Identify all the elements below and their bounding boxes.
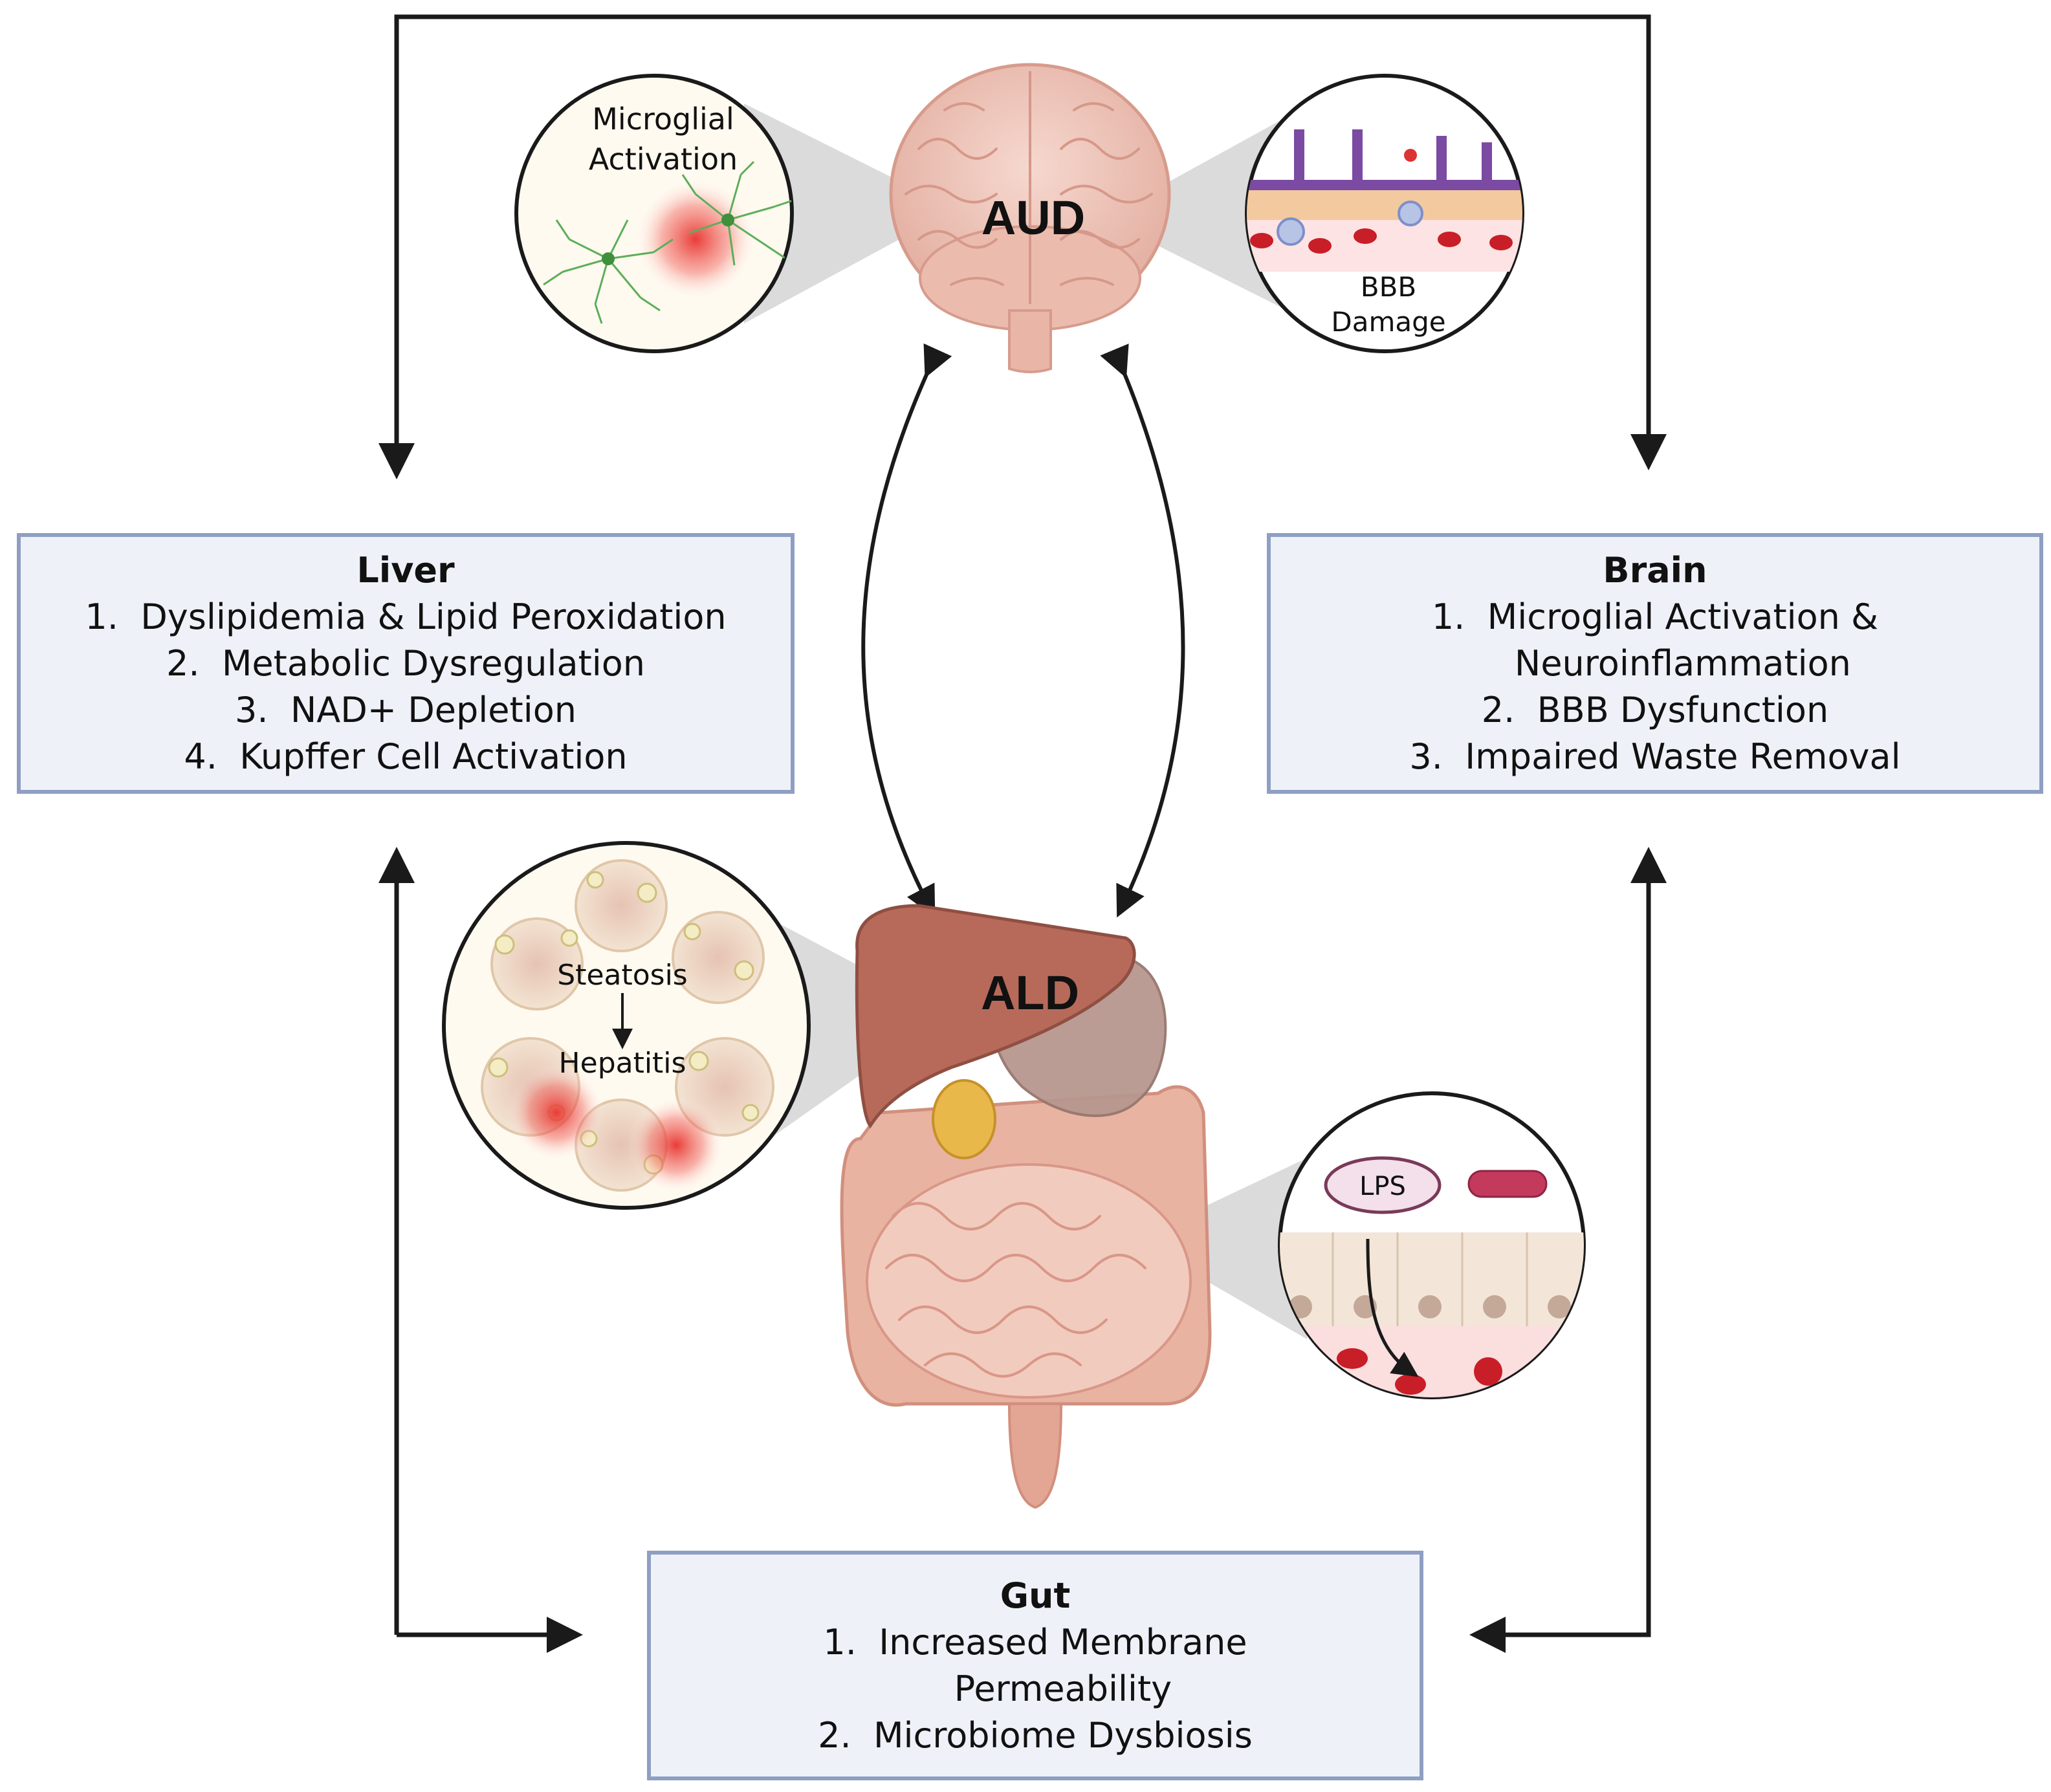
microglia-inset: Microglial Activation xyxy=(514,74,794,353)
brain-illustration xyxy=(889,63,1171,373)
arrow-top-to-brain xyxy=(397,14,1667,470)
liver-item: 4. Kupffer Cell Activation xyxy=(184,736,628,777)
gut-item: 2. Microbiome Dysbiosis xyxy=(818,1714,1253,1756)
gi-tract-illustration xyxy=(840,904,1212,1509)
lps-inset: LPS xyxy=(1278,1091,1586,1399)
liver-effects-box: Liver 1. Dyslipidemia & Lipid Peroxidati… xyxy=(17,533,795,794)
brain-item: 1. Microglial Activation & xyxy=(1431,596,1879,637)
steatosis-inset: Steatosis Hepatitis xyxy=(442,841,811,1210)
brain-item: 3. Impaired Waste Removal xyxy=(1409,736,1901,777)
gut-item: 1. Increased Membrane xyxy=(823,1621,1247,1663)
brain-item: 2. BBB Dysfunction xyxy=(1481,689,1829,730)
brain-box-title: Brain xyxy=(1603,549,1707,591)
inflammation-spot xyxy=(508,1064,605,1161)
arrow-left-bidirectional xyxy=(861,343,952,917)
liver-box-title: Liver xyxy=(356,549,455,591)
top-loop-arrows xyxy=(378,14,1667,479)
brain-label: AUD xyxy=(982,191,1085,245)
gut-item: Permeability xyxy=(898,1668,1172,1709)
microglia-label-2: Activation xyxy=(589,142,738,177)
bbb-label-1: BBB xyxy=(1361,271,1416,303)
lps-translocation-arrow xyxy=(1366,1238,1419,1377)
liver-item: 1. Dyslipidemia & Lipid Peroxidation xyxy=(85,596,727,637)
arrow-right-bidirectional xyxy=(1100,344,1185,918)
hepatitis-label: Hepatitis xyxy=(559,1047,686,1080)
cone-microglia xyxy=(744,104,899,323)
bbb-label-2: Damage xyxy=(1331,306,1445,338)
microglia-label-1: Microglial xyxy=(592,102,734,137)
central-bidirectional-arrows xyxy=(861,343,1185,918)
inflammation-spot xyxy=(628,1097,725,1194)
bbb-inset: BBB Damage xyxy=(1245,74,1524,353)
lps-label: LPS xyxy=(1359,1172,1406,1201)
lps-badge xyxy=(1324,1156,1442,1214)
steatosis-label: Steatosis xyxy=(557,959,687,992)
brain-item: Neuroinflammation xyxy=(1459,642,1851,684)
liver-item: 3. NAD+ Depletion xyxy=(235,689,576,730)
gut-box-title: Gut xyxy=(1000,1575,1071,1616)
gut-effects-box: Gut 1. Increased Membrane Permeability 2… xyxy=(647,1551,1423,1780)
inflammation-spot xyxy=(634,178,757,301)
liver-label: ALD xyxy=(981,966,1079,1020)
liver-item: 2. Metabolic Dysregulation xyxy=(166,642,646,684)
brain-effects-box: Brain 1. Microglial Activation & Neuroin… xyxy=(1267,533,2043,794)
cone-lps xyxy=(1184,1158,1307,1339)
bottom-loop-arrows xyxy=(378,847,1667,1653)
